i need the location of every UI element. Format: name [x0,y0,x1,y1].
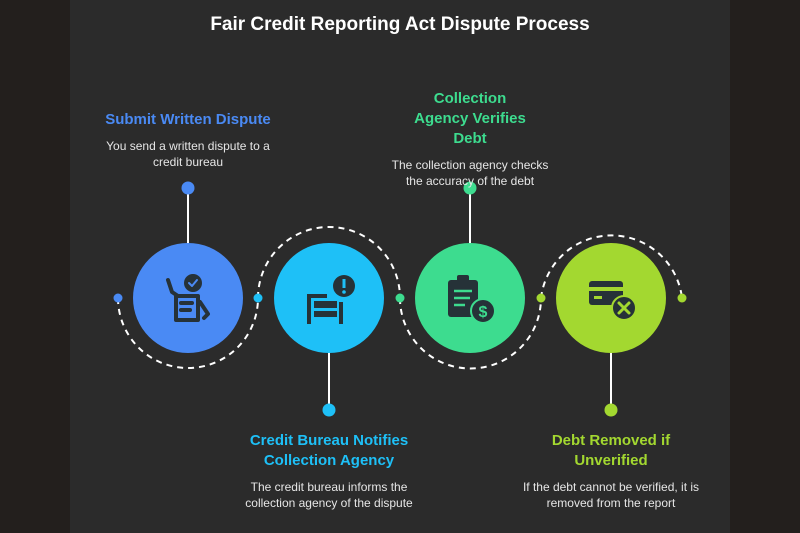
pointer-dot [322,403,336,417]
step-1-text: Submit Written Dispute You send a writte… [88,110,288,170]
step-3-text: Collection Agency Verifies Debt The coll… [370,89,570,189]
step-2-circle [274,243,384,353]
step-title: Collection Agency Verifies Debt [414,90,526,147]
card-remove-icon [589,281,637,321]
dashed-connector [117,297,259,369]
connector-dot [536,293,546,303]
step-title: Credit Bureau Notifies Collection Agency [249,432,409,469]
svg-text:$: $ [479,304,488,321]
dashed-connector [257,226,401,299]
hand-document-check-icon [166,274,210,322]
step-title: Submit Written Dispute [105,111,271,128]
step-2-text: Credit Bureau Notifies Collection Agency… [229,431,429,511]
step-description: If the debt cannot be verified, it is re… [522,480,700,510]
connector-dot [395,293,405,303]
dashed-connector [540,234,683,299]
notice-alert-icon [307,275,355,324]
dashed-connector [399,297,542,370]
step-description: The collection agency checks the accurac… [391,158,549,188]
clipboard-dollar-icon: $ [448,275,496,324]
pointer-dot [604,403,618,417]
pointer-dot [463,181,477,195]
step-description: You send a written dispute to a credit b… [106,139,270,169]
page-title: Fair Credit Reporting Act Dispute Proces… [210,14,590,35]
step-title: Debt Removed if Unverified [551,432,671,469]
connector-dot [253,293,263,303]
step-4-text: Debt Removed if Unverified If the debt c… [511,431,711,511]
connector-dot [677,293,687,303]
pointer-dot [181,181,195,195]
step-description: The credit bureau informs the collection… [245,480,413,510]
connector-dot [113,293,123,303]
